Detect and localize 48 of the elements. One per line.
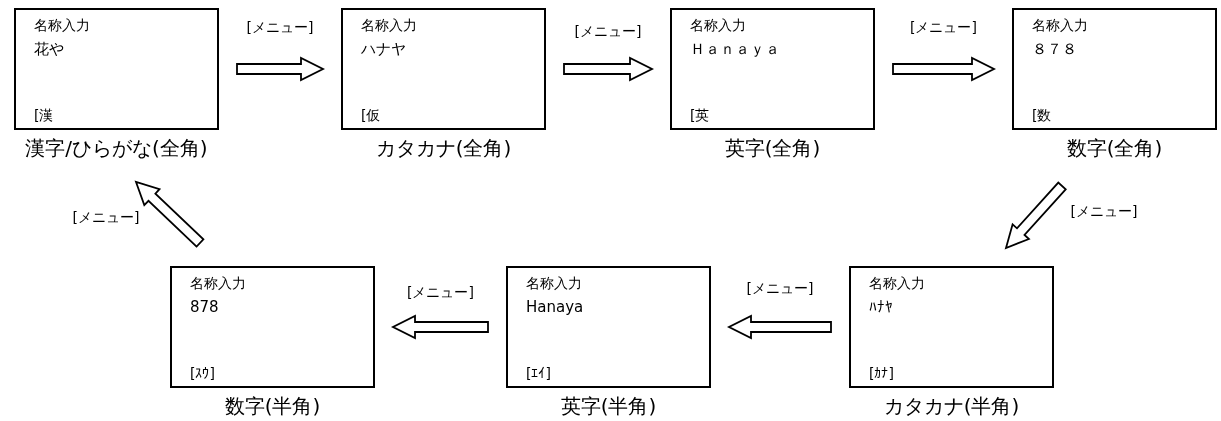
input-value: 花や (34, 40, 64, 58)
screen-box (849, 266, 1054, 388)
edge-label: [メニュー] (910, 18, 977, 36)
mode-caption: 数字(全角) (1066, 136, 1163, 160)
input-value: Hanaya (526, 298, 584, 316)
screen-box (170, 266, 375, 388)
screen-box (670, 8, 875, 130)
title-text: 名称入力 (526, 274, 582, 292)
block-arrow (563, 56, 654, 82)
block-arrow (892, 56, 996, 82)
input-value: 878 (190, 298, 219, 316)
edge-label: [メニュー] (246, 18, 314, 36)
mode-indicator: [仮 (361, 106, 381, 124)
mode-caption: カタカナ(全角) (375, 136, 512, 160)
mode-caption: カタカナ(半角) (883, 394, 1020, 418)
block-arrow (727, 314, 832, 340)
mode-caption: 数字(半角) (224, 394, 321, 418)
title-text: 名称入力 (34, 16, 90, 34)
input-value: ﾊﾅﾔ (869, 298, 893, 316)
screen-box (341, 8, 546, 130)
block-arrow (391, 314, 489, 340)
input-value: ハナヤ (361, 40, 406, 58)
mode-caption: 英字(全角) (724, 136, 821, 160)
mode-indicator: [ｽｳ] (190, 364, 215, 382)
input-value: ８７８ (1032, 40, 1077, 58)
title-text: 名称入力 (690, 16, 746, 34)
edge-label: [メニュー] (746, 279, 814, 297)
input-value: Ｈａｎａｙａ (690, 40, 780, 58)
title-text: 名称入力 (361, 16, 417, 34)
block-arrow (134, 180, 205, 248)
block-arrow (236, 56, 325, 82)
mode-indicator: [ｴｲ] (526, 364, 551, 382)
title-text: 名称入力 (190, 274, 246, 292)
mode-caption: 英字(半角) (560, 394, 657, 418)
mode-caption: 漢字/ひらがな(全角) (25, 136, 208, 160)
screen-box (506, 266, 711, 388)
mode-indicator: [数 (1032, 106, 1052, 124)
title-text: 名称入力 (1032, 16, 1088, 34)
edge-label: [メニュー] (1070, 202, 1138, 220)
mode-indicator: [英 (690, 106, 710, 124)
edge-label: [メニュー] (407, 283, 474, 301)
mode-indicator: [漢 (34, 106, 54, 124)
edge-label: [メニュー] (574, 22, 642, 40)
block-arrow (1004, 181, 1067, 250)
screen-box (14, 8, 219, 130)
screen-box (1012, 8, 1217, 130)
title-text: 名称入力 (869, 274, 925, 292)
mode-indicator: [ｶﾅ] (869, 364, 894, 382)
